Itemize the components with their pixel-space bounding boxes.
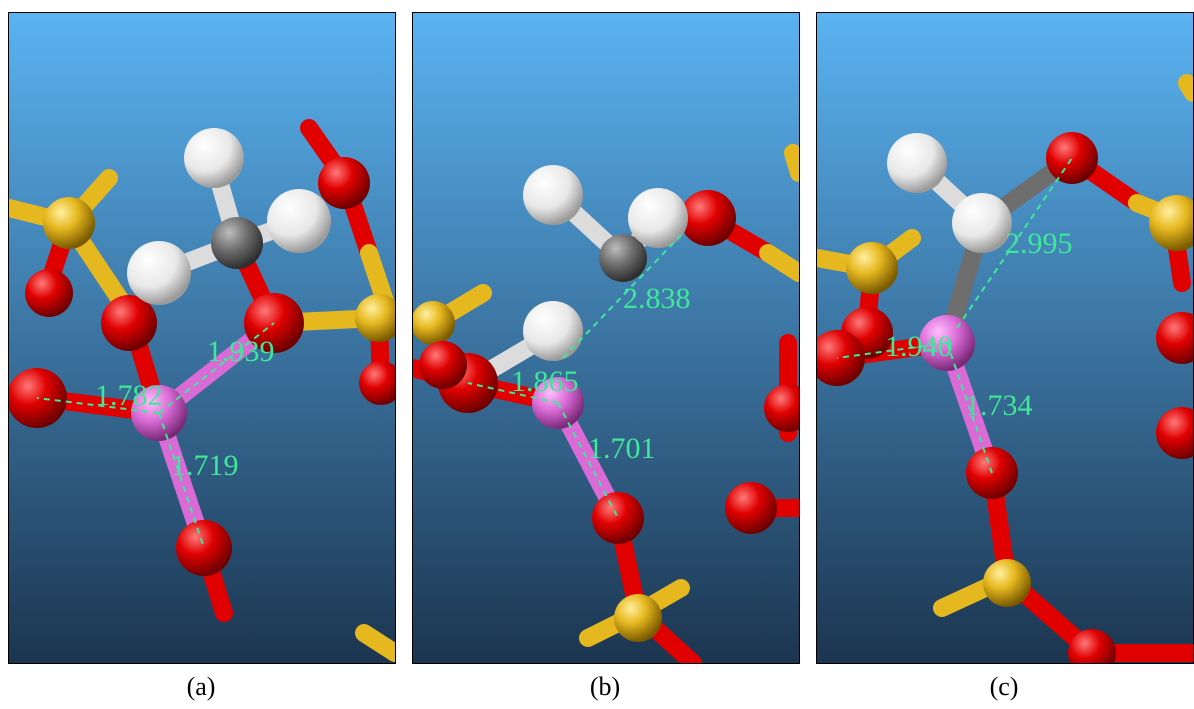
distance-label-2: 1.782 bbox=[95, 379, 163, 412]
distance-label-2: 1.865 bbox=[511, 365, 579, 398]
molecule-view-a: 1.939 1.782 1.719 bbox=[9, 13, 395, 663]
molecule-view-c: 2.995 1.940 1.734 bbox=[817, 13, 1193, 663]
distance-label-3: 1.701 bbox=[588, 432, 656, 465]
distance-label-1: 2.838 bbox=[623, 282, 691, 315]
panel-b: 2.838 1.865 1.701 bbox=[412, 12, 800, 664]
distance-label-2: 1.940 bbox=[885, 330, 953, 363]
panel-c: 2.995 1.940 1.734 bbox=[816, 12, 1194, 664]
distance-label-3: 1.734 bbox=[965, 389, 1033, 422]
caption-c: (c) bbox=[989, 672, 1019, 701]
distance-label-1: 2.995 bbox=[1005, 227, 1073, 260]
caption-b: (b) bbox=[589, 672, 621, 701]
distance-label-1: 1.939 bbox=[207, 335, 275, 368]
molecule-view-b: 2.838 1.865 1.701 bbox=[413, 13, 799, 663]
caption-a: (a) bbox=[186, 672, 216, 701]
distance-label-3: 1.719 bbox=[171, 449, 239, 482]
panel-a: 1.939 1.782 1.719 bbox=[8, 12, 396, 664]
